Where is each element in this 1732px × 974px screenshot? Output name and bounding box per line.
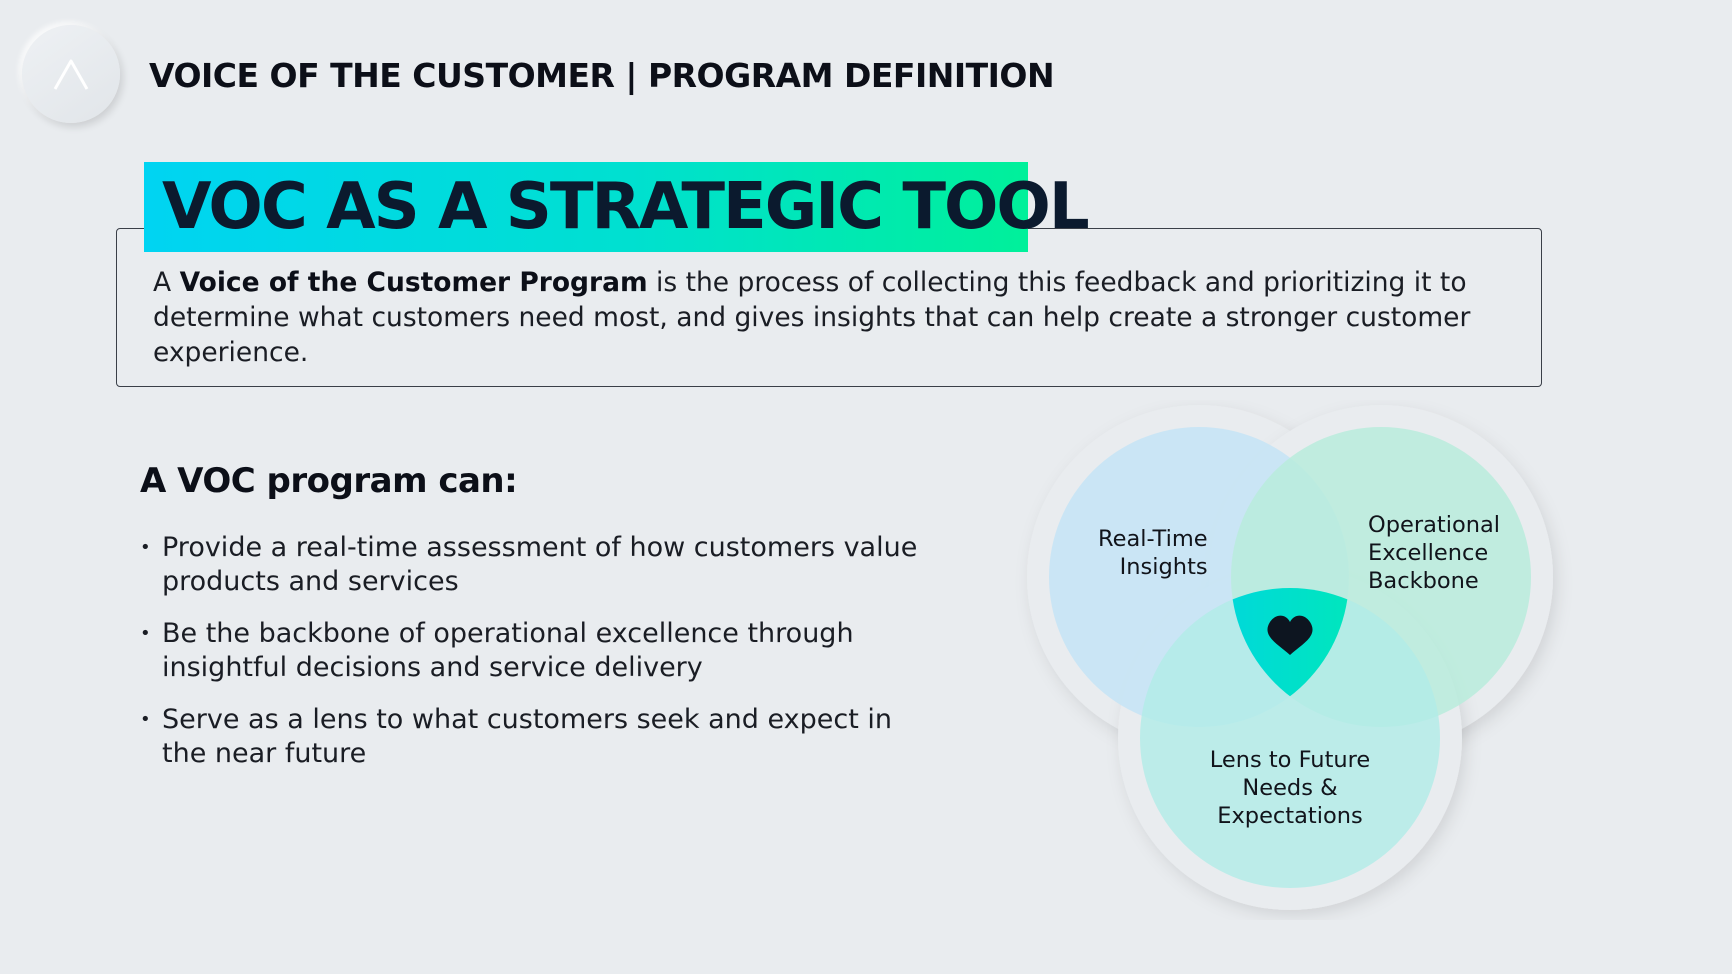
venn-label-line: Operational: [1368, 512, 1501, 538]
venn-svg: [1027, 405, 1553, 910]
definition-rest: is the process of collecting this feedba…: [153, 267, 1471, 368]
heart-icon: [1267, 615, 1313, 655]
logo-icon: [53, 59, 89, 90]
slide-title: VOC AS A STRATEGIC TOOL: [162, 170, 1090, 244]
venn-label-real-time: Real-Time Insights: [1098, 525, 1208, 581]
venn-label-operational: Operational Excellence Backbone: [1368, 511, 1500, 595]
venn-label-line: Needs &: [1242, 775, 1338, 801]
venn-label-line: Excellence: [1368, 540, 1489, 566]
section-heading: A VOC program can:: [140, 461, 518, 501]
venn-diagram: Real-Time Insights Operational Excellenc…: [1010, 400, 1630, 924]
bullet-item: Be the backbone of operational excellenc…: [140, 617, 940, 685]
definition-text: A Voice of the Customer Program is the p…: [153, 265, 1513, 370]
venn-circle-lens: [1140, 588, 1440, 888]
company-logo: [22, 25, 120, 123]
title-banner: VOC AS A STRATEGIC TOOL: [144, 162, 1090, 252]
venn-label-line: Expectations: [1217, 803, 1363, 829]
definition-bold-term: Voice of the Customer Program: [179, 267, 648, 298]
bullet-item: Provide a real-time assessment of how cu…: [140, 531, 940, 599]
venn-label-line: Backbone: [1368, 568, 1479, 594]
venn-label-line: Lens to Future: [1209, 747, 1371, 773]
venn-label-lens: Lens to Future Needs & Expectations: [1190, 746, 1390, 830]
venn-label-line: Insights: [1119, 554, 1208, 580]
page-header-title: VOICE OF THE CUSTOMER | PROGRAM DEFINITI…: [149, 56, 1055, 95]
venn-label-line: Real-Time: [1098, 526, 1208, 552]
bullet-item: Serve as a lens to what customers seek a…: [140, 703, 940, 771]
definition-lead: A: [153, 267, 180, 298]
definition-box: A Voice of the Customer Program is the p…: [116, 228, 1542, 387]
bullet-list: Provide a real-time assessment of how cu…: [140, 531, 940, 789]
